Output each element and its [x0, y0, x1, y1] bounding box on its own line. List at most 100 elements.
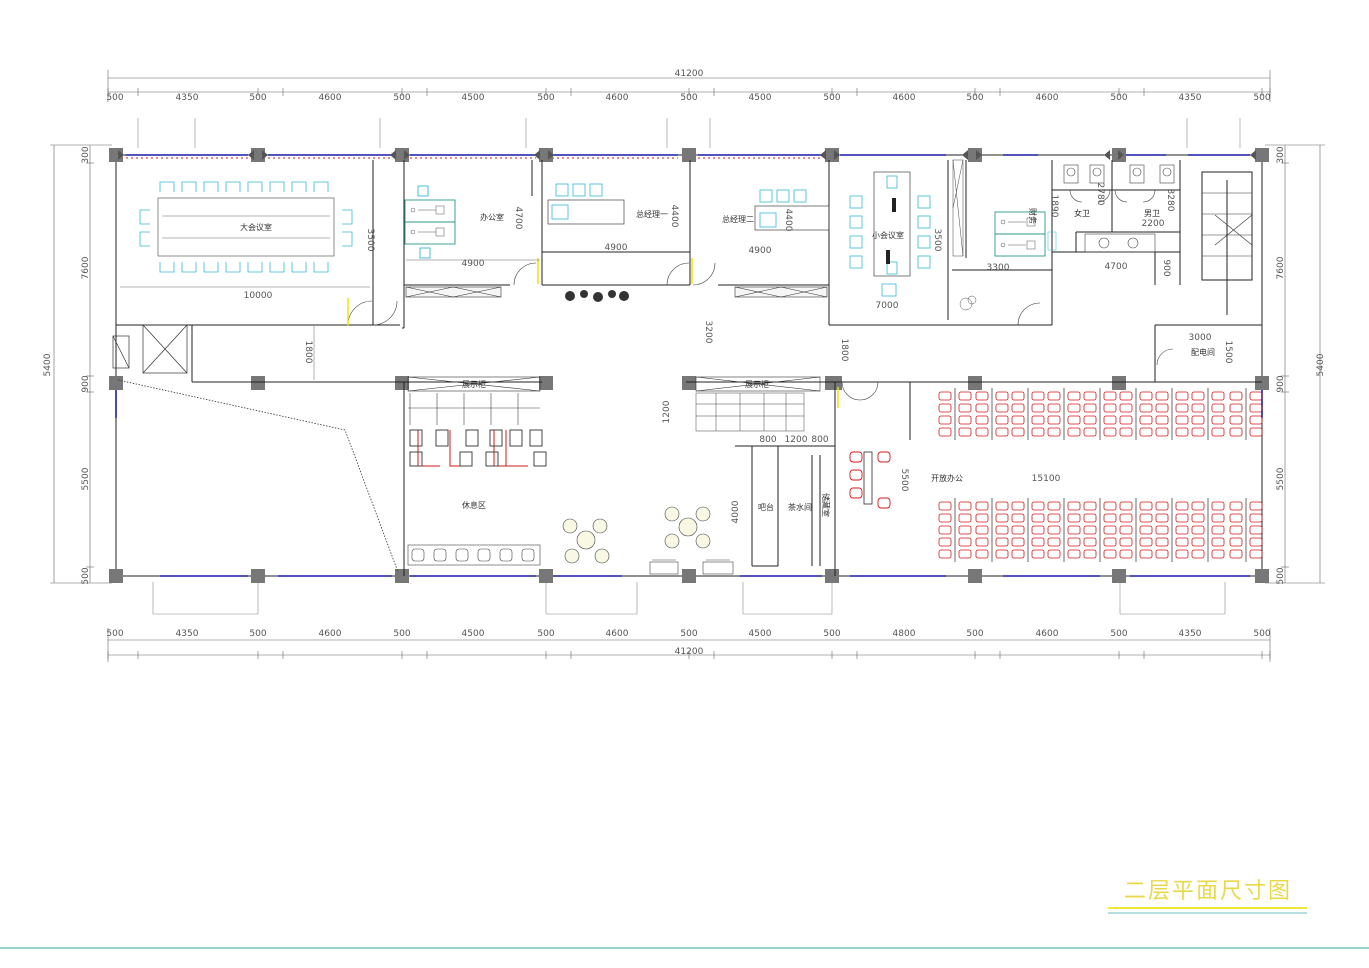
bottom-bay-label: 500 [249, 629, 266, 639]
chair [313, 181, 329, 192]
desk-cluster [1191, 498, 1225, 562]
stair-small [695, 392, 805, 432]
column [968, 376, 982, 390]
chair [247, 262, 263, 273]
column [968, 569, 982, 583]
ceo-room-1-label: 总经理一 [636, 209, 668, 219]
top-bay-label: 4600 [893, 93, 916, 103]
desk-cluster [1119, 388, 1153, 440]
office-furniture [404, 185, 456, 259]
top-bay-label: 500 [106, 93, 123, 103]
lobby-boundary [117, 379, 399, 573]
office-label: 办公室 [480, 212, 504, 222]
column [682, 376, 696, 390]
door-highlights [347, 258, 839, 408]
chair [203, 262, 219, 273]
desk-cluster [975, 498, 1009, 562]
ceo-room-2-width: 4900 [749, 246, 772, 256]
bottom-bay-label: 4350 [1179, 629, 1202, 639]
chair [313, 262, 329, 273]
bottom-bay-label: 500 [680, 629, 697, 639]
bottom-bay-label: 4600 [606, 629, 629, 639]
ceo-room-2-label: 总经理二 [722, 214, 754, 224]
small-conference-height: 3500 [932, 229, 942, 252]
office-width: 4900 [462, 259, 485, 269]
total-width-bottom: 41200 [675, 647, 704, 657]
bar-label: 吧台 [758, 502, 774, 512]
left-dimension-chain [50, 144, 112, 584]
rest-area-furniture [407, 393, 541, 566]
storage-label: 储藏室 [821, 493, 831, 517]
left-segment-label: 5500 [81, 467, 91, 490]
left-segment-label: 7600 [81, 256, 91, 279]
chair [291, 181, 307, 192]
toilet-m-dim: 2780 [1095, 183, 1105, 206]
lobby-h-dim: 900 [1161, 259, 1171, 276]
drawing-title: 二层平面尺寸图 [1124, 879, 1292, 904]
open-office-label: 开放办公 [931, 473, 963, 483]
bar-length: 4000 [731, 500, 741, 523]
chair [159, 181, 175, 192]
column [251, 376, 265, 390]
top-dimension-chain [107, 70, 1271, 102]
top-bay-label: 4500 [749, 93, 772, 103]
open-office-meeting [849, 451, 891, 509]
bottom-bay-label: 500 [537, 629, 554, 639]
chair [269, 181, 285, 192]
bottom-bay-label: 4500 [749, 629, 772, 639]
open-office-width: 15100 [1032, 474, 1061, 484]
display-cabinet-label-1: 展示柜 [462, 379, 486, 389]
desk-cluster [1011, 498, 1045, 562]
top-bay-label: 4500 [462, 93, 485, 103]
female-toilet-label: 女卫 [1074, 208, 1090, 218]
chair [225, 181, 241, 192]
chair [247, 181, 263, 192]
bottom-bay-label: 4800 [893, 629, 916, 639]
office-depth: 4700 [513, 207, 523, 230]
finance-furniture [994, 211, 1046, 257]
rest-area-label: 休息区 [462, 500, 486, 510]
desk-cluster [1083, 498, 1117, 562]
desk-cluster [938, 388, 972, 440]
small-conference-label: 小会议室 [872, 230, 904, 240]
office-items [410, 205, 445, 237]
top-bay-label: 4350 [176, 93, 199, 103]
window-guides [137, 118, 1241, 615]
chair [139, 231, 150, 247]
elevator-shaft [112, 324, 188, 374]
round-tables [562, 506, 711, 564]
doors [347, 262, 1174, 575]
desk-cluster [1083, 388, 1117, 440]
right-segment-label: 300 [1276, 146, 1286, 163]
exterior-walls [115, 154, 1263, 577]
top-bay-label: 500 [1110, 93, 1127, 103]
male-toilet-label: 男卫 [1144, 209, 1160, 218]
column [1255, 376, 1269, 390]
column [539, 376, 553, 390]
toilet-fixtures [1063, 164, 1175, 253]
top-bay-label: 4600 [1036, 93, 1059, 103]
desk-cluster [1047, 498, 1081, 562]
tea-width: 1200 [785, 435, 808, 445]
chair [342, 209, 353, 225]
top-bay-label: 500 [823, 93, 840, 103]
bar-width: 800 [759, 435, 776, 445]
right-segment-label: 5500 [1276, 467, 1286, 490]
tea-room-label: 茶水间 [788, 502, 812, 512]
bottom-bay-label: 500 [1110, 629, 1127, 639]
desk-cluster [975, 388, 1009, 440]
corridor-mid-dim: 3200 [703, 321, 713, 344]
total-width-top: 41200 [675, 69, 704, 79]
top-bay-label: 4350 [1179, 93, 1202, 103]
bottom-bay-label: 4350 [176, 629, 199, 639]
column [251, 569, 265, 583]
column [968, 148, 982, 162]
right-segment-label: 900 [1276, 375, 1286, 392]
open-office-desks [938, 388, 1263, 562]
top-bay-label: 500 [537, 93, 554, 103]
chair [181, 181, 197, 192]
column [109, 376, 123, 390]
ceo-room-1-furniture [547, 183, 625, 225]
right-segment-label: 500 [1276, 567, 1286, 584]
